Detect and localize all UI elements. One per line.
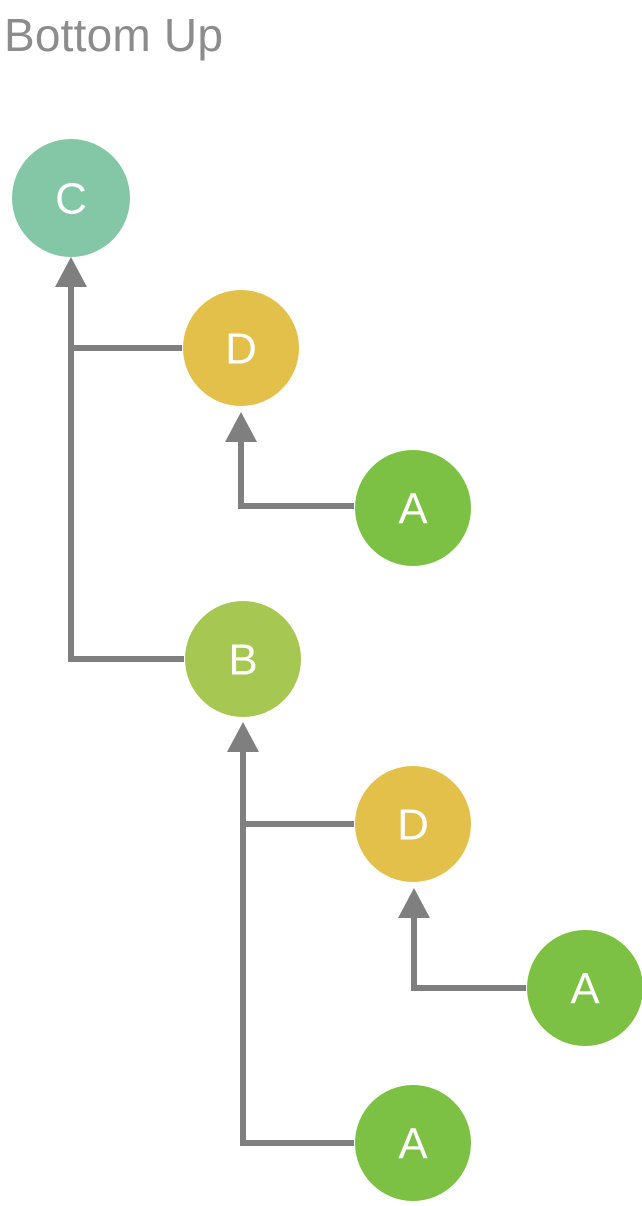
arrowhead-icon: [398, 888, 430, 918]
node-label: A: [398, 1120, 428, 1169]
graph-node-a[interactable]: A: [355, 1085, 471, 1201]
node-circle[interactable]: [355, 766, 471, 882]
graph-node-d[interactable]: D: [355, 766, 471, 882]
node-label: D: [225, 325, 257, 374]
node-label: C: [55, 175, 87, 224]
arrowhead-icon: [225, 412, 257, 442]
node-circle[interactable]: [12, 139, 130, 257]
arrowhead-icon: [227, 722, 259, 752]
edge-b-c: [68, 285, 184, 662]
node-circle[interactable]: [355, 1085, 471, 1201]
graph-node-d[interactable]: D: [183, 290, 299, 406]
edge-a1-d1: [238, 440, 354, 509]
graph-node-b[interactable]: B: [185, 601, 301, 717]
node-circle[interactable]: [355, 450, 471, 566]
node-label: D: [397, 801, 429, 850]
node-label: A: [398, 485, 428, 534]
graph-node-c[interactable]: C: [12, 139, 130, 257]
page-title: Bottom Up: [4, 9, 224, 61]
edge-d1-c: [68, 285, 182, 351]
node-circle[interactable]: [183, 290, 299, 406]
edge-a3-b: [240, 750, 354, 1146]
node-circle[interactable]: [527, 930, 642, 1046]
edge-d2-b: [240, 750, 354, 827]
graph-node-a[interactable]: A: [355, 450, 471, 566]
node-label: A: [570, 965, 600, 1014]
node-label: B: [228, 636, 257, 685]
edge-a2-d2: [411, 916, 526, 991]
nodes-layer: C D A B D A A: [12, 139, 642, 1201]
edges-layer: [55, 257, 526, 1146]
graph-node-a[interactable]: A: [527, 930, 642, 1046]
arrowhead-icon: [55, 257, 87, 287]
node-circle[interactable]: [185, 601, 301, 717]
